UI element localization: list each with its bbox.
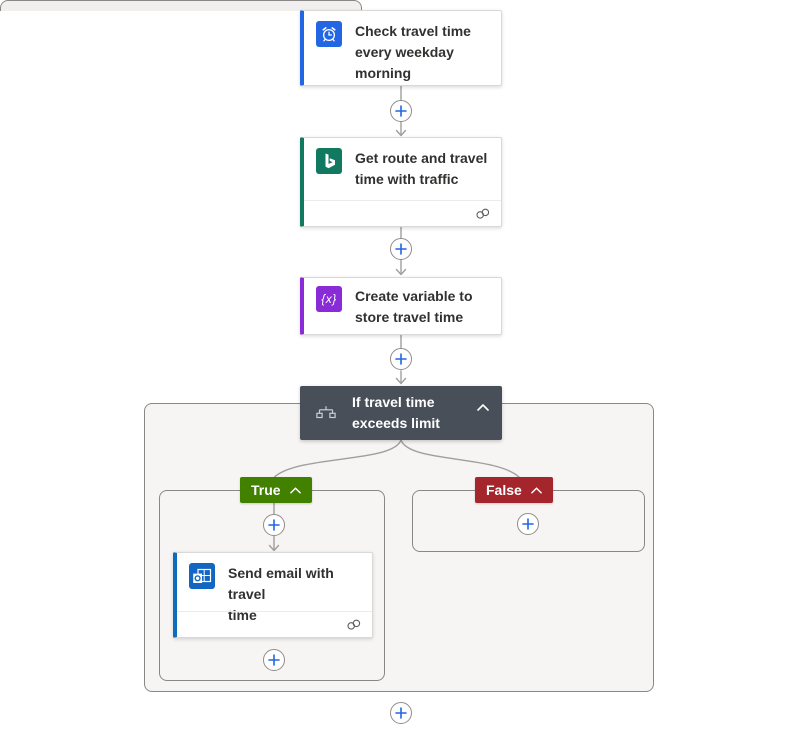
branch-label: False — [486, 482, 522, 498]
connection-icon — [347, 619, 361, 630]
recurrence-icon — [316, 21, 342, 47]
insert-step-button[interactable] — [390, 100, 412, 122]
action-card-create-variable[interactable]: {x} Create variable to store travel time — [300, 277, 502, 335]
condition-card[interactable]: If travel time exceeds limit — [300, 386, 502, 440]
action-title: Send email with travel time — [228, 565, 334, 623]
insert-step-button[interactable] — [390, 348, 412, 370]
insert-step-button[interactable] — [390, 702, 412, 724]
action-title: Get route and travel time with traffic — [355, 150, 488, 187]
collapse-chevron-icon[interactable] — [289, 486, 301, 494]
variable-glyph: {x} — [321, 292, 337, 306]
insert-step-button[interactable] — [263, 514, 285, 536]
connection-icon — [476, 208, 490, 219]
collapse-chevron-icon[interactable] — [530, 486, 542, 494]
add-action-button[interactable] — [517, 513, 539, 535]
card-footer — [304, 200, 501, 226]
card-footer — [177, 611, 372, 637]
action-title: Check travel time every weekday morning — [355, 23, 471, 81]
action-card-send-email[interactable]: Send email with travel time — [173, 552, 373, 638]
action-title: Create variable to store travel time — [355, 288, 473, 325]
collapse-chevron-icon[interactable] — [477, 398, 489, 416]
action-card-get-route[interactable]: Get route and travel time with traffic — [300, 137, 502, 227]
bing-maps-icon — [316, 148, 342, 174]
true-branch-badge[interactable]: True — [240, 477, 312, 503]
outlook-icon — [189, 563, 215, 589]
branch-label: True — [251, 482, 281, 498]
condition-title: If travel time exceeds limit — [352, 394, 440, 431]
condition-icon — [315, 405, 337, 421]
insert-step-button[interactable] — [390, 238, 412, 260]
variable-icon: {x} — [316, 286, 342, 312]
trigger-card-check-travel-time[interactable]: Check travel time every weekday morning — [300, 10, 502, 86]
add-action-button[interactable] — [263, 649, 285, 671]
false-branch-badge[interactable]: False — [475, 477, 553, 503]
next-step-card-partial[interactable] — [0, 0, 362, 11]
